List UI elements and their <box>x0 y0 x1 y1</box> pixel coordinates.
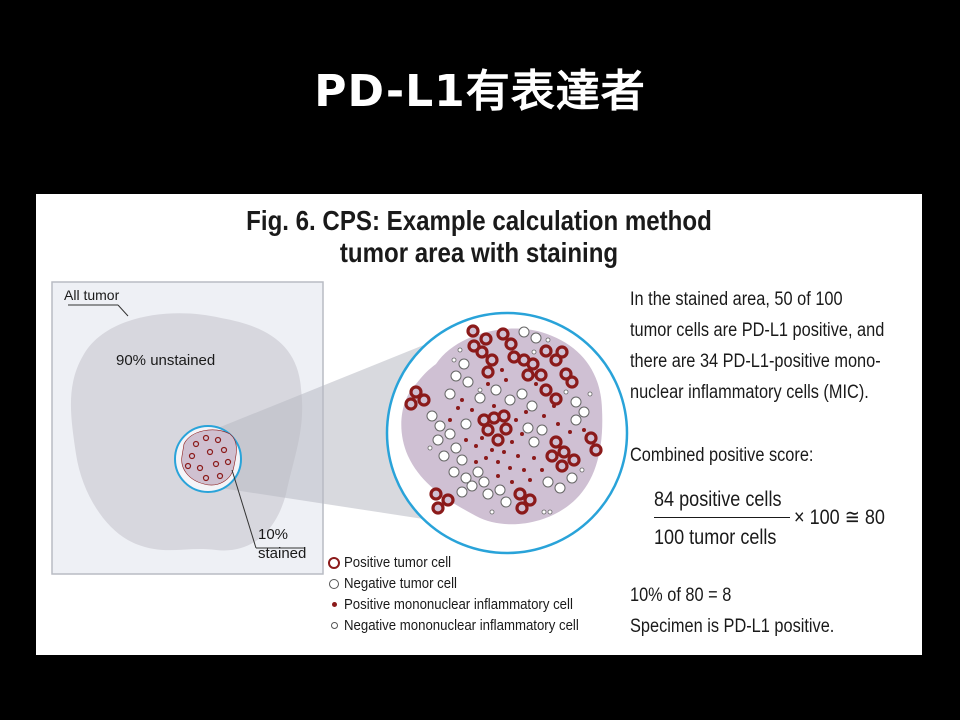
legend-label: Positive mononuclear inflammatory cell <box>344 596 573 613</box>
explanation-line: there are 34 PD-L1-positive mono- <box>630 351 881 372</box>
legend: Positive tumor cell Negative tumor cell … <box>328 552 618 636</box>
formula-operator: × 100 ≅ 80 <box>794 506 885 529</box>
cps-heading-block: Combined positive score: <box>630 440 843 471</box>
explanation-line: tumor cells are PD-L1 positive, and <box>630 320 885 341</box>
positive-mic-icon <box>328 599 340 611</box>
positive-tumor-cells <box>404 324 603 515</box>
formula-denominator: 100 tumor cells <box>654 526 777 549</box>
negative-mic-icon <box>328 620 340 632</box>
all-tumor-label: All tumor <box>64 287 120 303</box>
fraction-bar <box>654 517 790 518</box>
stained-percent-label: 10% <box>258 526 288 543</box>
figure-panel: Fig. 6. CPS: Example calculation method … <box>36 194 922 655</box>
cps-formula: 84 positive cells 100 tumor cells × 100 … <box>654 484 894 554</box>
small-stained-area <box>181 429 237 486</box>
unstained-label: 90% unstained <box>116 352 215 369</box>
legend-item-negative-mic: Negative mononuclear inflammatory cell <box>328 615 618 636</box>
legend-item-positive-tumor: Positive tumor cell <box>328 552 618 573</box>
positive-mic-dots <box>448 368 586 484</box>
figure-title-line1: Fig. 6. CPS: Example calculation method <box>246 205 712 236</box>
legend-item-negative-tumor: Negative tumor cell <box>328 573 618 594</box>
formula-numerator: 84 positive cells <box>654 488 782 511</box>
legend-label: Positive tumor cell <box>344 554 452 571</box>
cps-diagram: All tumor 90% unstained 10% stained <box>51 281 629 575</box>
cps-heading: Combined positive score: <box>630 445 814 466</box>
explanation-line: In the stained area, 50 of 100 <box>630 289 843 310</box>
positive-tumor-cell-icon <box>328 556 340 569</box>
negative-mic-dots <box>427 337 593 515</box>
legend-label: Negative tumor cell <box>344 575 457 592</box>
explanation-line: nuclear inflammatory cells (MIC). <box>630 382 869 403</box>
result-line: 10% of 80 = 8 <box>630 585 732 606</box>
negative-tumor-cell-icon <box>328 578 340 590</box>
stained-word-label: stained <box>258 545 306 562</box>
negative-tumor-cells <box>426 326 590 508</box>
slide-title: PD-L1有表達者 <box>314 66 646 117</box>
result-line: Specimen is PD-L1 positive. <box>630 616 835 637</box>
stained-leader <box>231 469 257 549</box>
figure-title-line2: tumor area with staining <box>339 237 619 268</box>
result-block: 10% of 80 = 8 Specimen is PD-L1 positive… <box>630 580 868 642</box>
explanation-paragraph: In the stained area, 50 of 100 tumor cel… <box>630 284 922 408</box>
legend-label: Negative mononuclear inflammatory cell <box>344 617 579 634</box>
small-cells <box>184 434 232 482</box>
legend-item-positive-mic: Positive mononuclear inflammatory cell <box>328 594 618 615</box>
